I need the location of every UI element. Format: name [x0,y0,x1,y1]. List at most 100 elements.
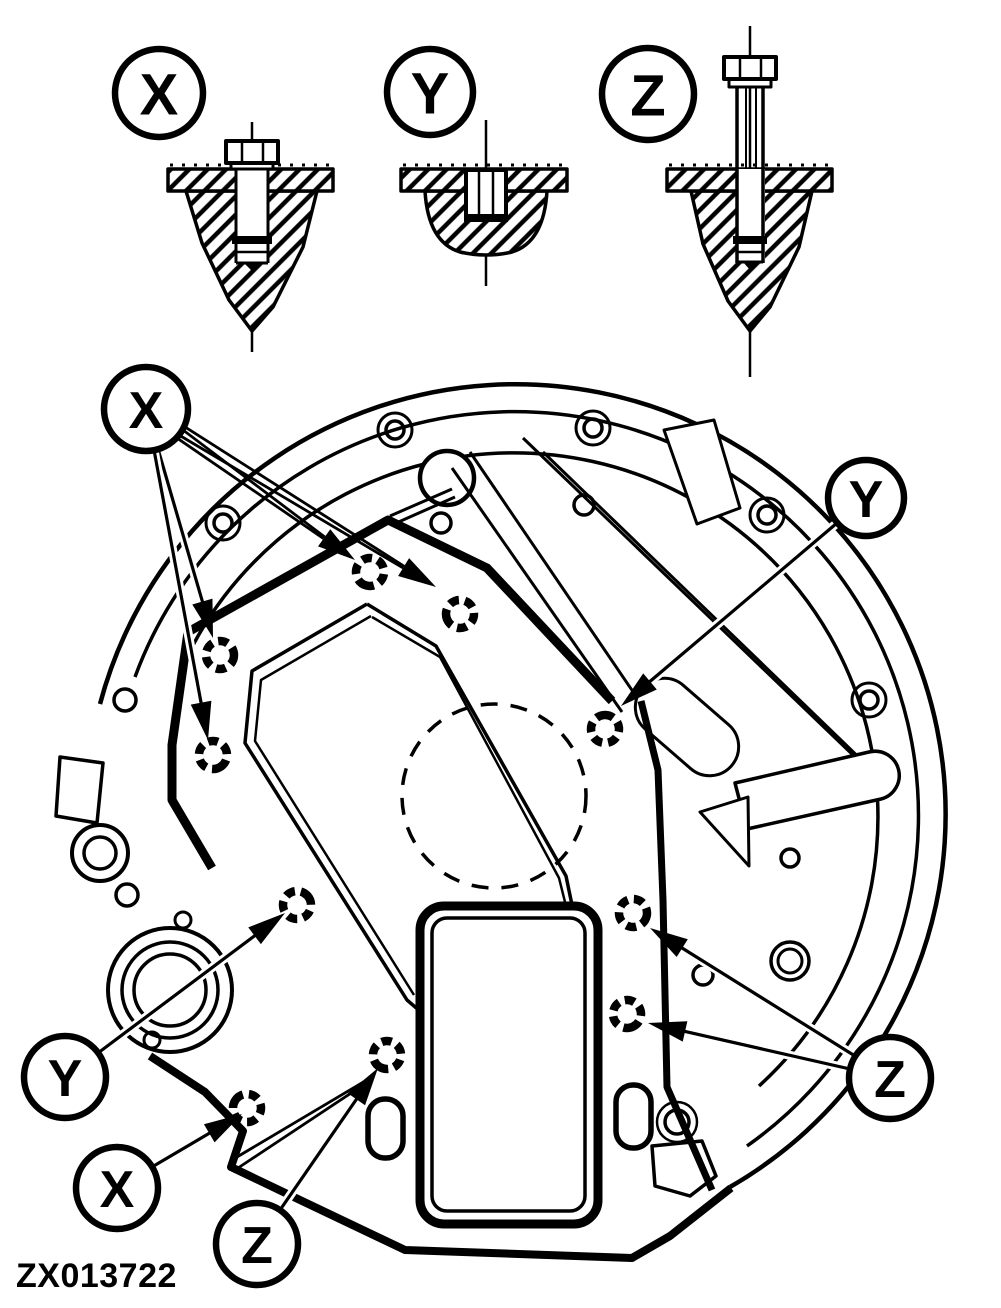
callout-circle [212,1199,302,1289]
callout-legend-Y: Y [383,45,477,139]
callout-label: X [140,62,179,127]
bolt-channel [236,169,268,263]
leader-Z-9 [650,928,858,1060]
arrowhead [248,913,285,945]
thread-band [232,236,272,244]
part-number: ZX013722 [16,1257,177,1295]
hole-X-2 [194,736,232,774]
arrowhead [190,700,212,740]
callout-circle [100,363,192,455]
ear-hole [112,687,138,713]
mount-rib [733,749,901,831]
face-ring [769,940,811,982]
bracket-plate [650,1139,718,1198]
ear-ring [574,409,612,447]
housing-outer-rim [97,382,948,1189]
face-hole [429,511,453,535]
rib-line [450,467,624,713]
rib-line [541,450,874,772]
leader-Z-7 [276,1068,378,1213]
cover-edge-right-outer [366,602,574,906]
leader-Y-5 [95,913,285,1057]
bottom-right-bracket [650,1100,718,1198]
access-cover-opening-outer [415,901,603,1229]
leader-X-3 [178,425,436,587]
leader-arrows-layer [95,425,858,1213]
callout-circle [845,1033,935,1123]
callout-main-Z-bottom: Z [212,1199,302,1289]
bolt-tip [244,263,260,271]
bolt-head [224,139,280,165]
bracket-hole [663,1108,691,1136]
thread-band [733,236,767,244]
drain-slot-left [365,1096,406,1161]
callout-label: Y [48,1050,83,1108]
callout-legend-Z: Z [598,44,698,144]
drain-slot-right [613,1082,654,1151]
access-cover-opening-inner [430,916,587,1213]
callout-legend-X: X [111,45,207,141]
rib-line [521,436,858,760]
hole-X-3 [351,553,389,591]
leader-Y-4 [621,519,840,706]
callout-label: Z [874,1051,906,1109]
hole-Z-3 [368,1036,406,1074]
face-ring-inner [776,947,804,975]
pump-inner [132,952,208,1028]
rim-bolt-ears [112,409,888,719]
callout-circle [824,456,908,540]
pump-mid [120,940,220,1040]
rib-line [468,451,642,703]
fastener-section-Z [665,26,834,377]
ear-hole [756,504,778,526]
hole-Y-1 [586,710,624,748]
gasket-line-upper [185,515,616,705]
crank-bore-dashed-circle [400,702,588,890]
arrowhead [192,598,213,638]
ear-ring [748,496,786,534]
hole-X-1 [201,636,239,674]
top-large-hole [417,448,477,508]
leader-Z-10 [648,1021,851,1074]
callout-label: Z [630,63,665,128]
ear-ring [850,681,888,719]
seam-line [393,495,456,526]
bolt-tip [743,262,757,270]
pump-bolt [142,1030,162,1050]
cover-edge-left-outer [243,602,423,1014]
callout-main-X-top: X [100,363,192,455]
callout-main-Y-right: Y [824,456,908,540]
bolt-body [464,168,508,222]
bolt-head [722,55,778,81]
bolt-channel [737,169,765,263]
ear-hole [212,512,234,534]
callout-circle [111,45,207,141]
cover-edge-right-inner [371,615,567,903]
left-lug [54,755,105,825]
callout-circle [598,44,698,144]
gusset-triangle [698,795,751,868]
callout-label: X [129,382,164,440]
callout-circle [383,45,477,139]
ear-hole [858,689,880,711]
leader-X-2 [176,428,355,560]
arrowhead [398,558,436,587]
arrowhead [621,673,657,706]
hole-X-4 [441,595,479,633]
ear-hole [582,417,604,439]
fastener-section-X [166,122,335,352]
fastener-section-Y [399,120,569,286]
callout-label: X [100,1161,135,1219]
callout-circle [72,1143,162,1233]
cover-right-edge [637,700,716,1192]
face-hole [779,847,801,869]
arrowhead [318,529,355,560]
callout-label: Z [241,1217,273,1275]
timing-cover-outline [243,602,574,1014]
pump-bolt [173,910,193,930]
arrowhead [648,1021,688,1042]
ear-ring [204,504,242,542]
leader-Z-8 [231,1075,374,1170]
